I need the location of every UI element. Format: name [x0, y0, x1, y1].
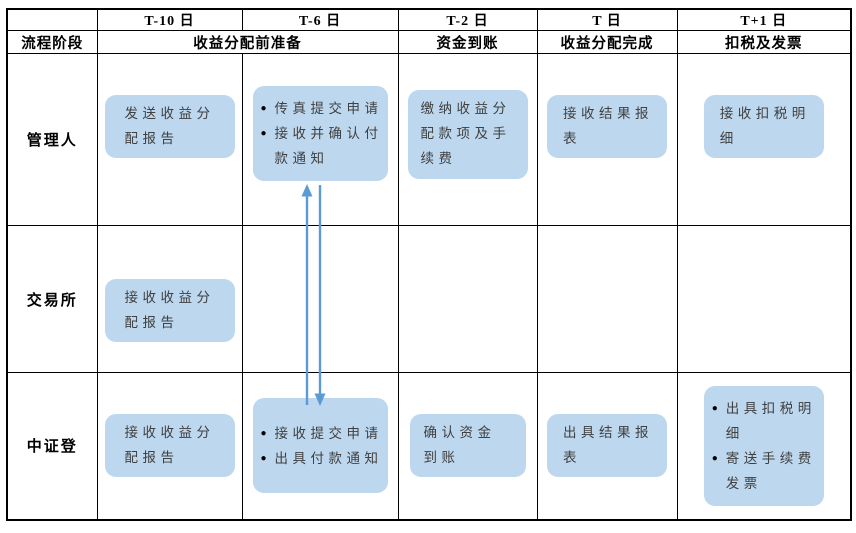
bullet-item: ● 接收并确认付款通知 [261, 121, 386, 171]
exchange-lane: 交易所 接收收益分配报告 [6, 225, 852, 373]
bullet-text: 出具付款通知 [274, 450, 383, 466]
corner-cell [6, 8, 98, 31]
row-label-manager: 管理人 [6, 53, 98, 226]
box-confirm-funds-arrival: 确认资金到账 [409, 414, 526, 478]
box-text: 接收扣税明细 [719, 106, 810, 146]
cell-exchange-t-minus-6 [241, 225, 399, 373]
cell-manager-t: 接收结果报表 [536, 53, 678, 226]
cell-csdc-t-minus-6: ● 接收提交申请 ● 出具付款通知 [241, 372, 399, 520]
date-header-t-minus-10: T-10 日 [96, 8, 243, 31]
box-text: 接收结果报表 [563, 106, 653, 146]
cell-csdc-t-plus-1: ● 出具扣税明细 ● 寄送手续费发票 [676, 372, 852, 520]
stage-header-row: 流程阶段 收益分配前准备 资金到账 收益分配完成 扣税及发票 [6, 30, 852, 54]
date-header-row: T-10 日 T-6 日 T-2 日 T 日 T+1 日 [6, 8, 852, 31]
bullet-icon: ● [260, 128, 267, 139]
box-receive-result-report: 接收结果报表 [547, 95, 667, 158]
bullet-icon: ● [260, 427, 267, 439]
box-text: 确认资金到账 [423, 425, 496, 466]
box-text: 接收收益分配报告 [124, 425, 215, 466]
cell-csdc-t: 出具结果报表 [536, 372, 678, 520]
bullet-item: ● 接收提交申请 [261, 421, 386, 446]
stage-funds-arrival: 资金到账 [397, 30, 538, 54]
stage-distribution-complete: 收益分配完成 [536, 30, 678, 54]
box-text: 缴纳收益分配款项及手续费 [420, 101, 511, 166]
box-pay-distribution-funds-and-fee: 缴纳收益分配款项及手续费 [407, 90, 528, 179]
date-header-t-minus-6: T-6 日 [241, 8, 399, 31]
cell-csdc-t-minus-10: 接收收益分配报告 [96, 372, 243, 520]
bullet-icon: ● [711, 452, 718, 464]
cell-manager-t-plus-1: 接收扣税明细 [676, 53, 852, 226]
date-header-t-minus-2: T-2 日 [397, 8, 538, 31]
swimlane-table: T-10 日 T-6 日 T-2 日 T 日 T+1 日 流程阶段 收益分配前准… [6, 8, 852, 521]
box-receive-tax-deduction-detail: 接收扣税明细 [703, 95, 824, 158]
cell-manager-t-minus-6: ● 传真提交申请 ● 接收并确认付款通知 [241, 53, 399, 226]
box-exchange-receive-distribution-report: 接收收益分配报告 [104, 278, 235, 342]
csdc-lane: 中证登 接收收益分配报告 ● 接收提交申请 ● 出具付款通知 [6, 372, 852, 520]
cell-exchange-t [536, 225, 678, 373]
bullet-item: ● 传真提交申请 [261, 96, 386, 121]
box-send-distribution-report: 发送收益分配报告 [104, 95, 235, 158]
box-fax-application-receive-payment-notice: ● 传真提交申请 ● 接收并确认付款通知 [252, 86, 388, 181]
date-header-t-plus-1: T+1 日 [676, 8, 852, 31]
manager-lane: 管理人 发送收益分配报告 ● 传真提交申请 ● 接收并确认付款通知 [6, 53, 852, 226]
box-issue-tax-detail-mail-fee-invoice: ● 出具扣税明细 ● 寄送手续费发票 [703, 385, 824, 506]
bullet-icon: ● [711, 402, 718, 414]
bullet-icon: ● [260, 103, 267, 114]
bullet-text: 出具扣税明细 [725, 400, 816, 441]
cell-exchange-t-minus-2 [397, 225, 538, 373]
stage-row-label: 流程阶段 [6, 30, 98, 54]
box-text: 出具结果报表 [563, 425, 653, 466]
cell-manager-t-minus-10: 发送收益分配报告 [96, 53, 243, 226]
row-label-exchange: 交易所 [6, 225, 98, 373]
bullet-text: 接收并确认付款通知 [274, 126, 383, 166]
cell-csdc-t-minus-2: 确认资金到账 [397, 372, 538, 520]
box-csdc-receive-distribution-report: 接收收益分配报告 [104, 414, 235, 478]
bullet-text: 寄送手续费发票 [725, 450, 816, 491]
bullet-item: ● 出具付款通知 [261, 446, 386, 471]
cell-exchange-t-plus-1 [676, 225, 852, 373]
cell-manager-t-minus-2: 缴纳收益分配款项及手续费 [397, 53, 538, 226]
cell-exchange-t-minus-10: 接收收益分配报告 [96, 225, 243, 373]
stage-pre-distribution-prep: 收益分配前准备 [96, 30, 399, 54]
box-text: 接收收益分配报告 [124, 289, 215, 330]
bullet-text: 传真提交申请 [274, 101, 383, 116]
bullet-item: ● 寄送手续费发票 [712, 446, 822, 496]
date-header-t: T 日 [536, 8, 678, 31]
stage-tax-and-invoice: 扣税及发票 [676, 30, 852, 54]
row-label-csdc: 中证登 [6, 372, 98, 520]
bullet-icon: ● [260, 452, 267, 464]
bullet-item: ● 出具扣税明细 [712, 396, 822, 446]
box-text: 发送收益分配报告 [124, 106, 215, 146]
box-receive-application-issue-payment-notice: ● 接收提交申请 ● 出具付款通知 [252, 398, 388, 494]
box-issue-result-report: 出具结果报表 [547, 414, 667, 478]
bullet-text: 接收提交申请 [274, 425, 383, 441]
